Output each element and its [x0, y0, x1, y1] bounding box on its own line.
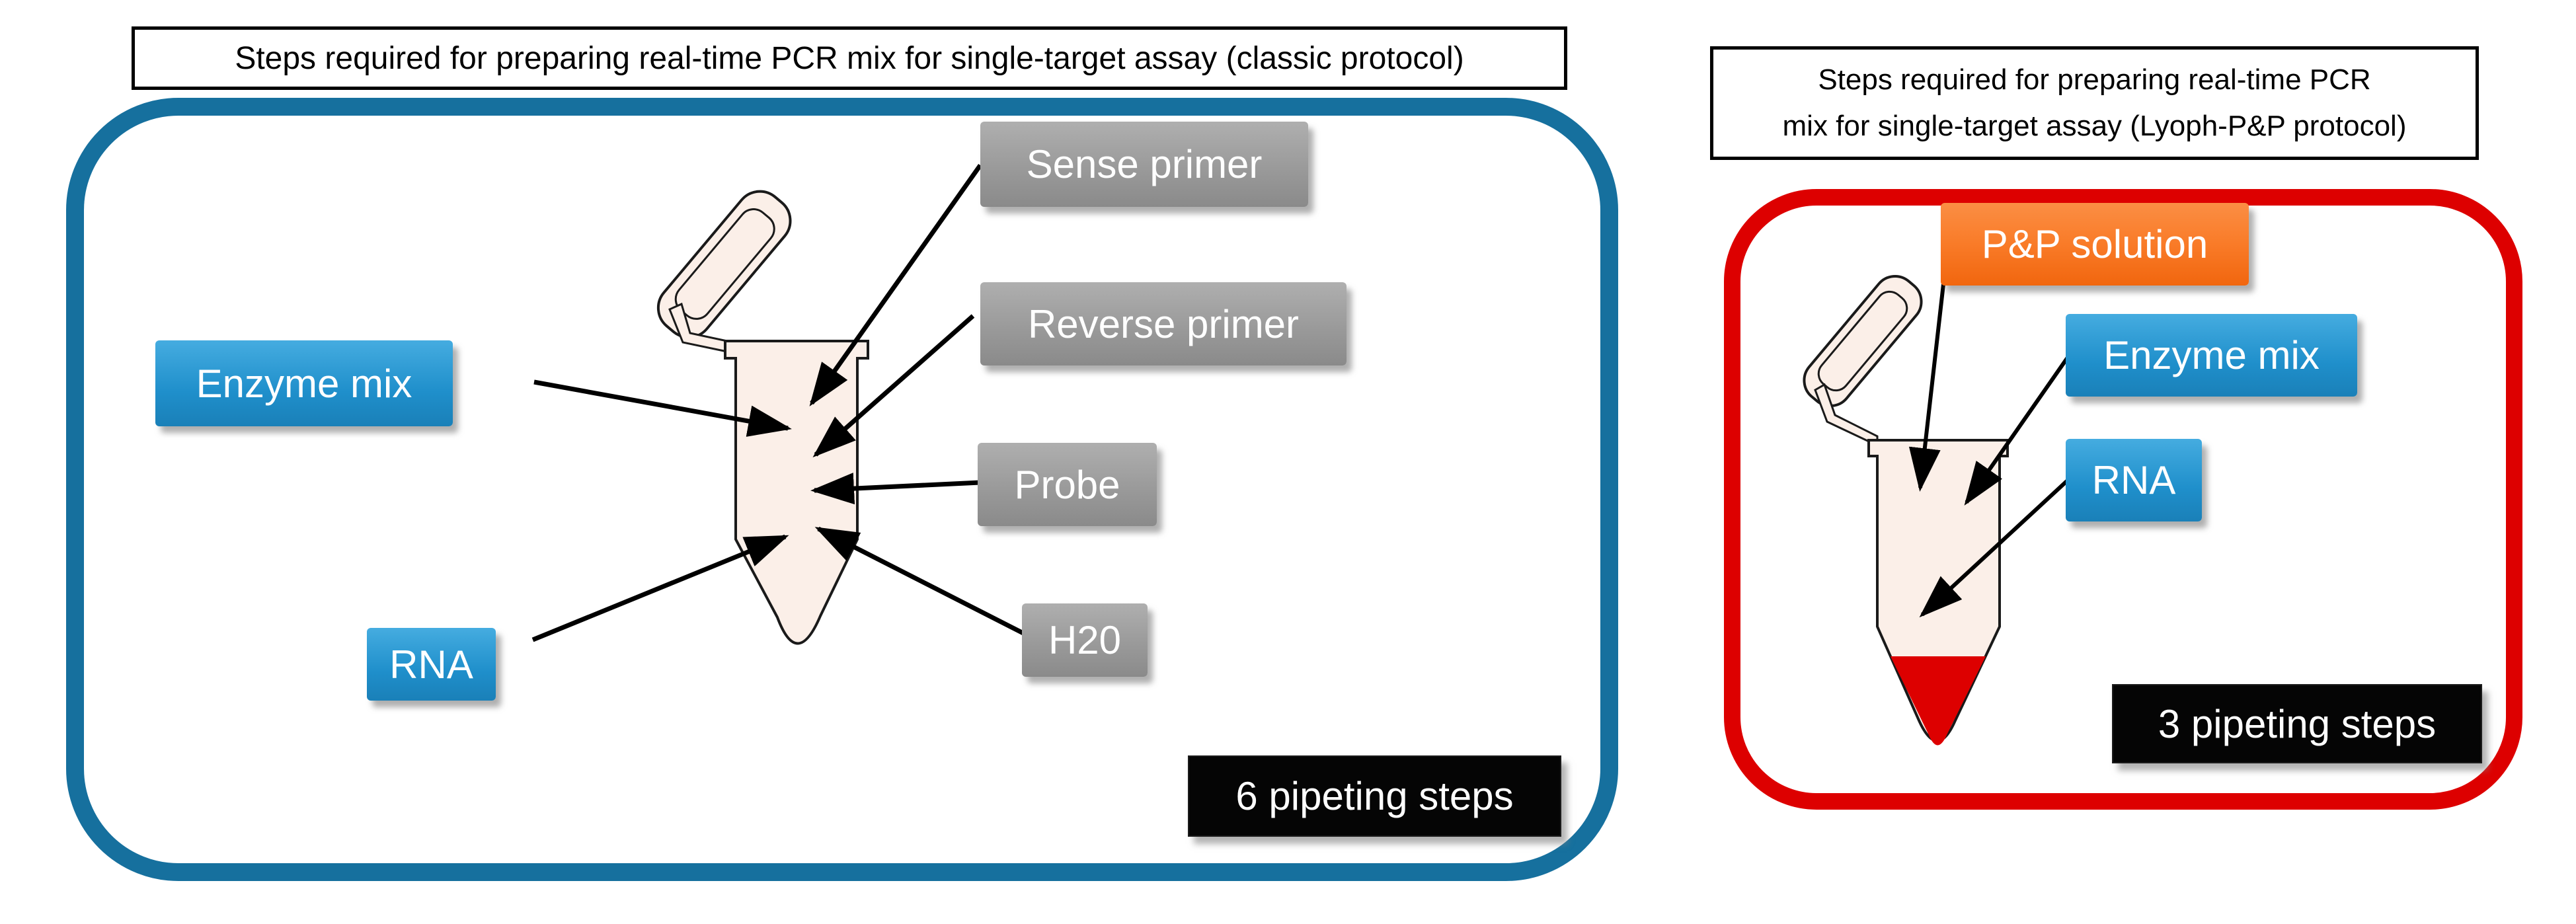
classic-protocol-frame: [66, 98, 1618, 881]
enzyme-mix-text-classic: Enzyme mix: [196, 361, 412, 406]
pp-solution-label: P&P solution: [1941, 203, 2249, 286]
rna-text-classic: RNA: [389, 642, 473, 687]
reverse-primer-text: Reverse primer: [1027, 301, 1300, 346]
arrow-probe: [810, 473, 981, 505]
pipetting-steps-badge-lyoph: 3 pipeting steps: [2112, 684, 2482, 763]
lyoph-arrows: [1908, 284, 2072, 618]
lyoph-protocol-title-line1: Steps required for preparing real-time P…: [1818, 63, 2371, 96]
sense-primer-label: Sense primer: [980, 122, 1308, 207]
lyoph-protocol-title-line2: mix for single-target assay (Lyoph-P&P p…: [1782, 110, 2407, 142]
enzyme-mix-label-lyoph: Enzyme mix: [2066, 314, 2357, 397]
rna-text-lyoph: RNA: [2091, 458, 2176, 502]
probe-text: Probe: [1014, 462, 1120, 507]
reverse-primer-label: Reverse primer: [980, 282, 1347, 366]
enzyme-mix-text-lyoph: Enzyme mix: [2103, 333, 2320, 377]
microcentrifuge-tube-lyoph-icon: [1803, 274, 2009, 746]
lyoph-protocol-frame: [1724, 189, 2522, 810]
arrow-enzyme-mix-left: [533, 379, 792, 437]
classic-protocol-title-text: Steps required for preparing real-time P…: [235, 40, 1464, 76]
probe-label: Probe: [978, 443, 1157, 526]
pipetting-steps-badge-classic: 6 pipeting steps: [1188, 755, 1561, 837]
rna-label-classic: RNA: [367, 628, 496, 701]
classic-arrows: [531, 163, 1025, 642]
microcentrifuge-tube-classic-icon: [656, 190, 869, 645]
pipetting-steps-text-lyoph: 3 pipeting steps: [2158, 701, 2437, 746]
arrow-rna-right: [1919, 476, 2072, 618]
arrow-sense-primer: [809, 163, 982, 406]
h2o-label: H20: [1022, 603, 1148, 677]
arrow-rna-left: [531, 534, 789, 642]
enzyme-mix-label-classic: Enzyme mix: [155, 340, 453, 426]
arrow-enzyme-mix-right: [1964, 352, 2072, 506]
sense-primer-text: Sense primer: [1026, 142, 1263, 186]
arrow-reverse-primer: [812, 314, 975, 457]
h2o-text: H20: [1048, 618, 1122, 662]
arrow-h2o: [814, 526, 1025, 636]
arrow-pp-solution: [1908, 284, 1945, 492]
red-liquid: [1891, 656, 1986, 746]
pp-solution-text: P&P solution: [1981, 222, 2208, 266]
lyoph-protocol-title: Steps required for preparing real-time P…: [1710, 46, 2479, 160]
pipetting-steps-text-classic: 6 pipeting steps: [1235, 774, 1514, 818]
classic-protocol-title: Steps required for preparing real-time P…: [132, 26, 1567, 90]
rna-label-lyoph: RNA: [2066, 439, 2202, 521]
